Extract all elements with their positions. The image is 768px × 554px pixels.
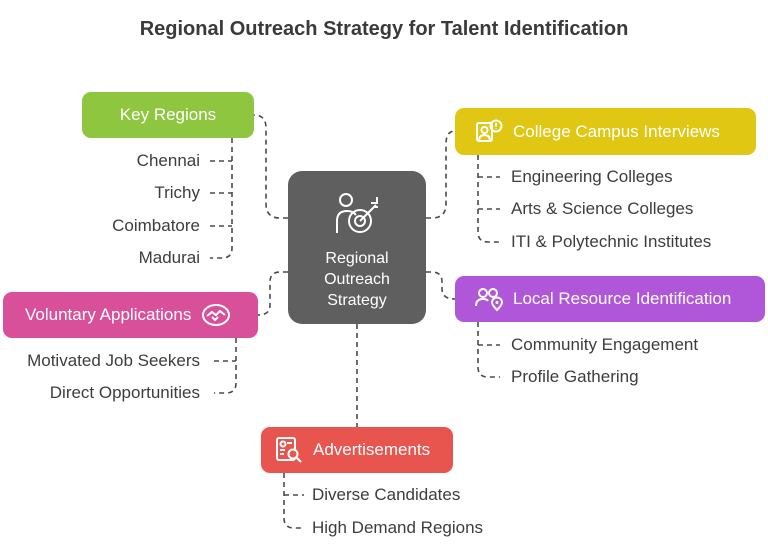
local-resource-label: Local Resource Identification xyxy=(513,289,732,308)
center-label: Regional Outreach Strategy xyxy=(324,250,390,309)
advertisements-box: Advertisements xyxy=(261,427,453,473)
connector-vol-items xyxy=(214,338,237,394)
list-item: Coimbatore xyxy=(112,216,200,235)
connector-campus-items xyxy=(477,155,500,243)
person-target-icon xyxy=(334,191,380,240)
list-item: Diverse Candidates xyxy=(312,485,461,504)
connector-center-local xyxy=(426,271,456,300)
list-item: Chennai xyxy=(136,151,200,170)
voluntary-applications-label: Voluntary Applications xyxy=(25,305,192,324)
key-regions-label: Key Regions xyxy=(119,105,217,124)
list-item: Madurai xyxy=(138,248,200,267)
diagram-title: Regional Outreach Strategy for Talent Id… xyxy=(139,18,629,40)
connector-ads-items xyxy=(283,473,304,529)
connector-center-vol xyxy=(257,271,288,316)
campus-interviews-label: College Campus Interviews xyxy=(513,121,720,141)
connector-local-items xyxy=(477,322,500,378)
key-regions-box: Key Regions xyxy=(82,92,254,138)
list-item: Arts & Science Colleges xyxy=(511,199,694,218)
list-item: Engineering Colleges xyxy=(511,167,673,186)
list-item: Profile Gathering xyxy=(511,367,639,386)
list-item: Direct Opportunities xyxy=(49,383,200,402)
connector-center-key xyxy=(253,114,288,219)
center-node: Regional Outreach Strategy xyxy=(288,171,426,324)
list-item: High Demand Regions xyxy=(312,518,484,537)
voluntary-applications-box: Voluntary Applications xyxy=(3,292,258,338)
interview-board-icon xyxy=(475,118,503,146)
list-item: ITI & Polytechnic Institutes xyxy=(511,232,712,251)
list-item: Motivated Job Seekers xyxy=(27,351,200,370)
campus-interviews-box: College Campus Interviews xyxy=(455,108,756,155)
list-item: Community Engagement xyxy=(511,335,699,354)
connector-key-items xyxy=(210,138,233,259)
list-item: Trichy xyxy=(154,183,200,202)
document-search-icon xyxy=(275,436,303,464)
local-resource-box: Local Resource Identification xyxy=(455,276,765,322)
handshake-icon xyxy=(201,302,231,328)
advertisements-label: Advertisements xyxy=(313,440,431,459)
people-location-icon xyxy=(475,286,503,312)
connector-center-campus xyxy=(426,130,456,219)
